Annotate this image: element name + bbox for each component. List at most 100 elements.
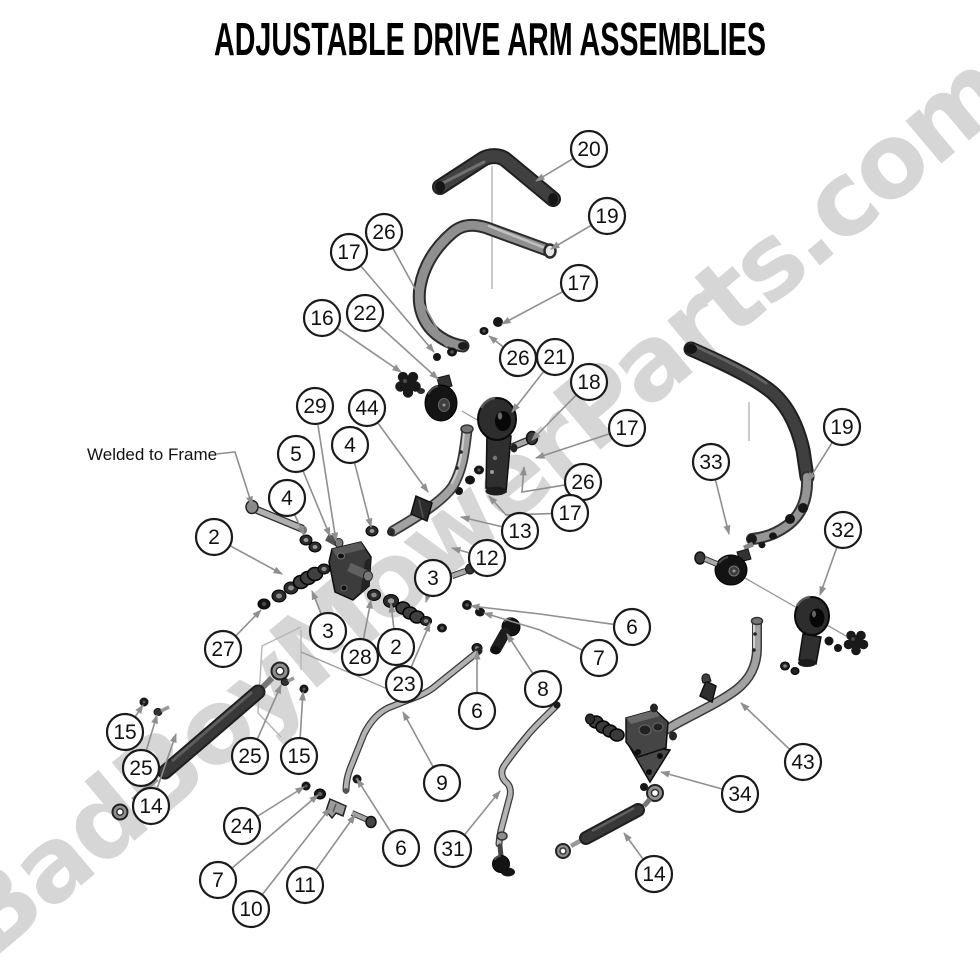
star-knob-right (843, 630, 869, 656)
balloon-12-14: 12 (467, 538, 507, 578)
svg-text:7: 7 (593, 647, 605, 670)
svg-text:5: 5 (290, 443, 302, 466)
svg-text:19: 19 (830, 416, 853, 439)
svg-text:3: 3 (322, 620, 334, 643)
svg-text:3: 3 (427, 567, 439, 590)
svg-text:44: 44 (355, 397, 379, 420)
svg-text:15: 15 (113, 721, 136, 744)
balloon-7-40: 7 (198, 860, 238, 900)
balloon-26-7: 26 (498, 338, 538, 378)
leader-22-6 (378, 325, 439, 380)
svg-text:18: 18 (577, 371, 600, 394)
svg-text:2: 2 (390, 636, 402, 659)
leader-23-26 (410, 622, 431, 667)
balloon-18-9: 18 (569, 362, 609, 402)
arm-43 (645, 616, 764, 745)
balloon-3-25: 3 (413, 558, 453, 598)
svg-text:43: 43 (791, 751, 814, 774)
balloon-4-19: 4 (267, 478, 307, 518)
balloon-25-37: 25 (230, 736, 270, 776)
svg-text:27: 27 (211, 638, 234, 661)
svg-text:20: 20 (577, 138, 600, 161)
elbow-joint-8 (462, 600, 521, 655)
leader-3-25 (425, 592, 432, 603)
leader-44-16 (377, 422, 429, 493)
leader-21-8 (511, 371, 544, 413)
leader-16-5 (337, 328, 402, 373)
leader-14-48 (623, 832, 644, 860)
leader-11-42 (315, 814, 356, 871)
balloon-29-15: 29 (295, 386, 335, 426)
leader-43-46 (740, 702, 790, 750)
balloon-23-26: 23 (384, 664, 424, 704)
balloon-16-5: 16 (302, 298, 342, 338)
leader-6-27 (470, 603, 614, 626)
svg-text:31: 31 (441, 838, 464, 861)
balloon-25-35: 25 (121, 748, 161, 788)
leader-27-21 (235, 609, 262, 636)
balloon-26-3: 26 (364, 212, 404, 252)
leader-26-3 (392, 248, 448, 348)
leader-9-31 (402, 711, 434, 767)
mount-bracket-29 (328, 541, 373, 601)
svg-text:14: 14 (642, 863, 666, 886)
svg-text:29: 29 (303, 395, 326, 418)
leader-34-47 (660, 770, 722, 790)
svg-text:22: 22 (353, 302, 376, 325)
svg-text:33: 33 (699, 451, 722, 474)
svg-text:4: 4 (344, 434, 356, 457)
balloon-20-0: 20 (569, 129, 609, 169)
svg-text:10: 10 (239, 898, 262, 921)
svg-text:25: 25 (129, 757, 152, 780)
leader-28-23 (362, 599, 373, 639)
balloon-34-47: 34 (720, 774, 760, 814)
welded-to-frame-annotation: Welded to Frame (87, 445, 253, 506)
leader-15-38 (298, 691, 306, 738)
leader-26-11 (519, 466, 565, 493)
leader-17-10 (535, 433, 610, 459)
linkage-hardware-left (139, 676, 309, 716)
balloon-43-46: 43 (783, 742, 823, 782)
handle-19-right (683, 341, 815, 549)
balloon-14-36: 14 (131, 786, 171, 826)
svg-text:19: 19 (595, 205, 618, 228)
leader-17-2 (501, 291, 563, 325)
control-rod-31 (492, 701, 561, 877)
balloon-15-38: 15 (279, 736, 319, 776)
control-rod-9 (342, 647, 483, 794)
leader-33-43 (714, 480, 731, 535)
leader-12-14 (451, 546, 469, 554)
balloon-19-44: 19 (822, 407, 862, 447)
svg-text:21: 21 (543, 346, 566, 369)
svg-text:6: 6 (626, 616, 638, 639)
bolt-18 (510, 430, 539, 453)
balloon-33-43: 33 (691, 442, 731, 482)
balloon-19-1: 19 (587, 196, 627, 236)
leader-17-12 (488, 495, 552, 516)
svg-text:15: 15 (287, 745, 310, 768)
leader-14-36 (156, 733, 177, 789)
balloon-2-24: 2 (376, 627, 416, 667)
svg-text:2: 2 (208, 526, 220, 549)
leader-4-19 (294, 514, 305, 536)
leader-2-24 (388, 603, 396, 629)
leader-2-20 (230, 545, 283, 575)
page-title: ADJUSTABLE DRIVE ARM ASSEMBLIES (214, 13, 766, 65)
balloon-17-10: 17 (607, 408, 647, 448)
balloon-5-18: 5 (276, 434, 316, 474)
svg-text:17: 17 (558, 502, 581, 525)
leader-31-33 (464, 790, 501, 835)
arm-44 (387, 424, 474, 537)
svg-text:24: 24 (230, 815, 254, 838)
leader-13-13 (460, 515, 502, 528)
svg-text:32: 32 (831, 519, 854, 542)
leader-20-0 (535, 158, 574, 182)
leader-25-35 (145, 714, 158, 751)
svg-text:6: 6 (395, 837, 407, 860)
leader-24-39 (257, 786, 305, 817)
svg-text:26: 26 (506, 347, 529, 370)
leader-6-32 (356, 778, 392, 833)
star-knob-16 (395, 371, 425, 398)
